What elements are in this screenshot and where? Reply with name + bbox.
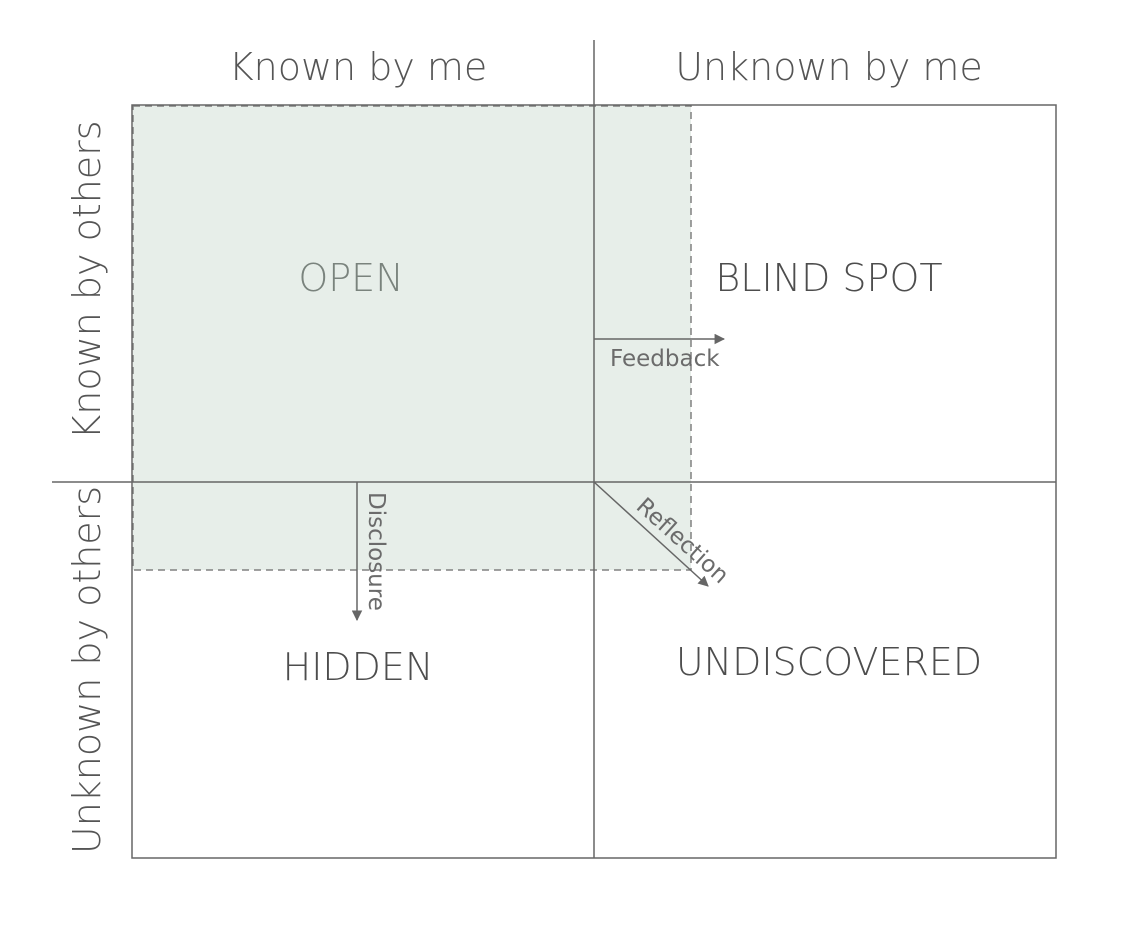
- disclosure-label: Disclosure: [363, 492, 389, 611]
- row-header-unknown-by-others: Unknown by others: [65, 486, 109, 854]
- reflection-arrow: [593, 481, 709, 587]
- column-header-unknown-by-me: Unknown by me: [675, 45, 983, 89]
- quadrant-label-blind-spot: BLIND SPOT: [715, 256, 942, 300]
- quadrant-label-hidden: HIDDEN: [283, 645, 434, 689]
- row-header-known-by-others: Known by others: [65, 120, 109, 439]
- quadrant-label-open: OPEN: [298, 256, 403, 300]
- column-header-known-by-me: Known by me: [229, 45, 488, 89]
- feedback-label: Feedback: [610, 346, 720, 372]
- quadrant-label-undiscovered: UNDISCOVERED: [676, 640, 982, 684]
- open-area-expanded: [132, 105, 692, 571]
